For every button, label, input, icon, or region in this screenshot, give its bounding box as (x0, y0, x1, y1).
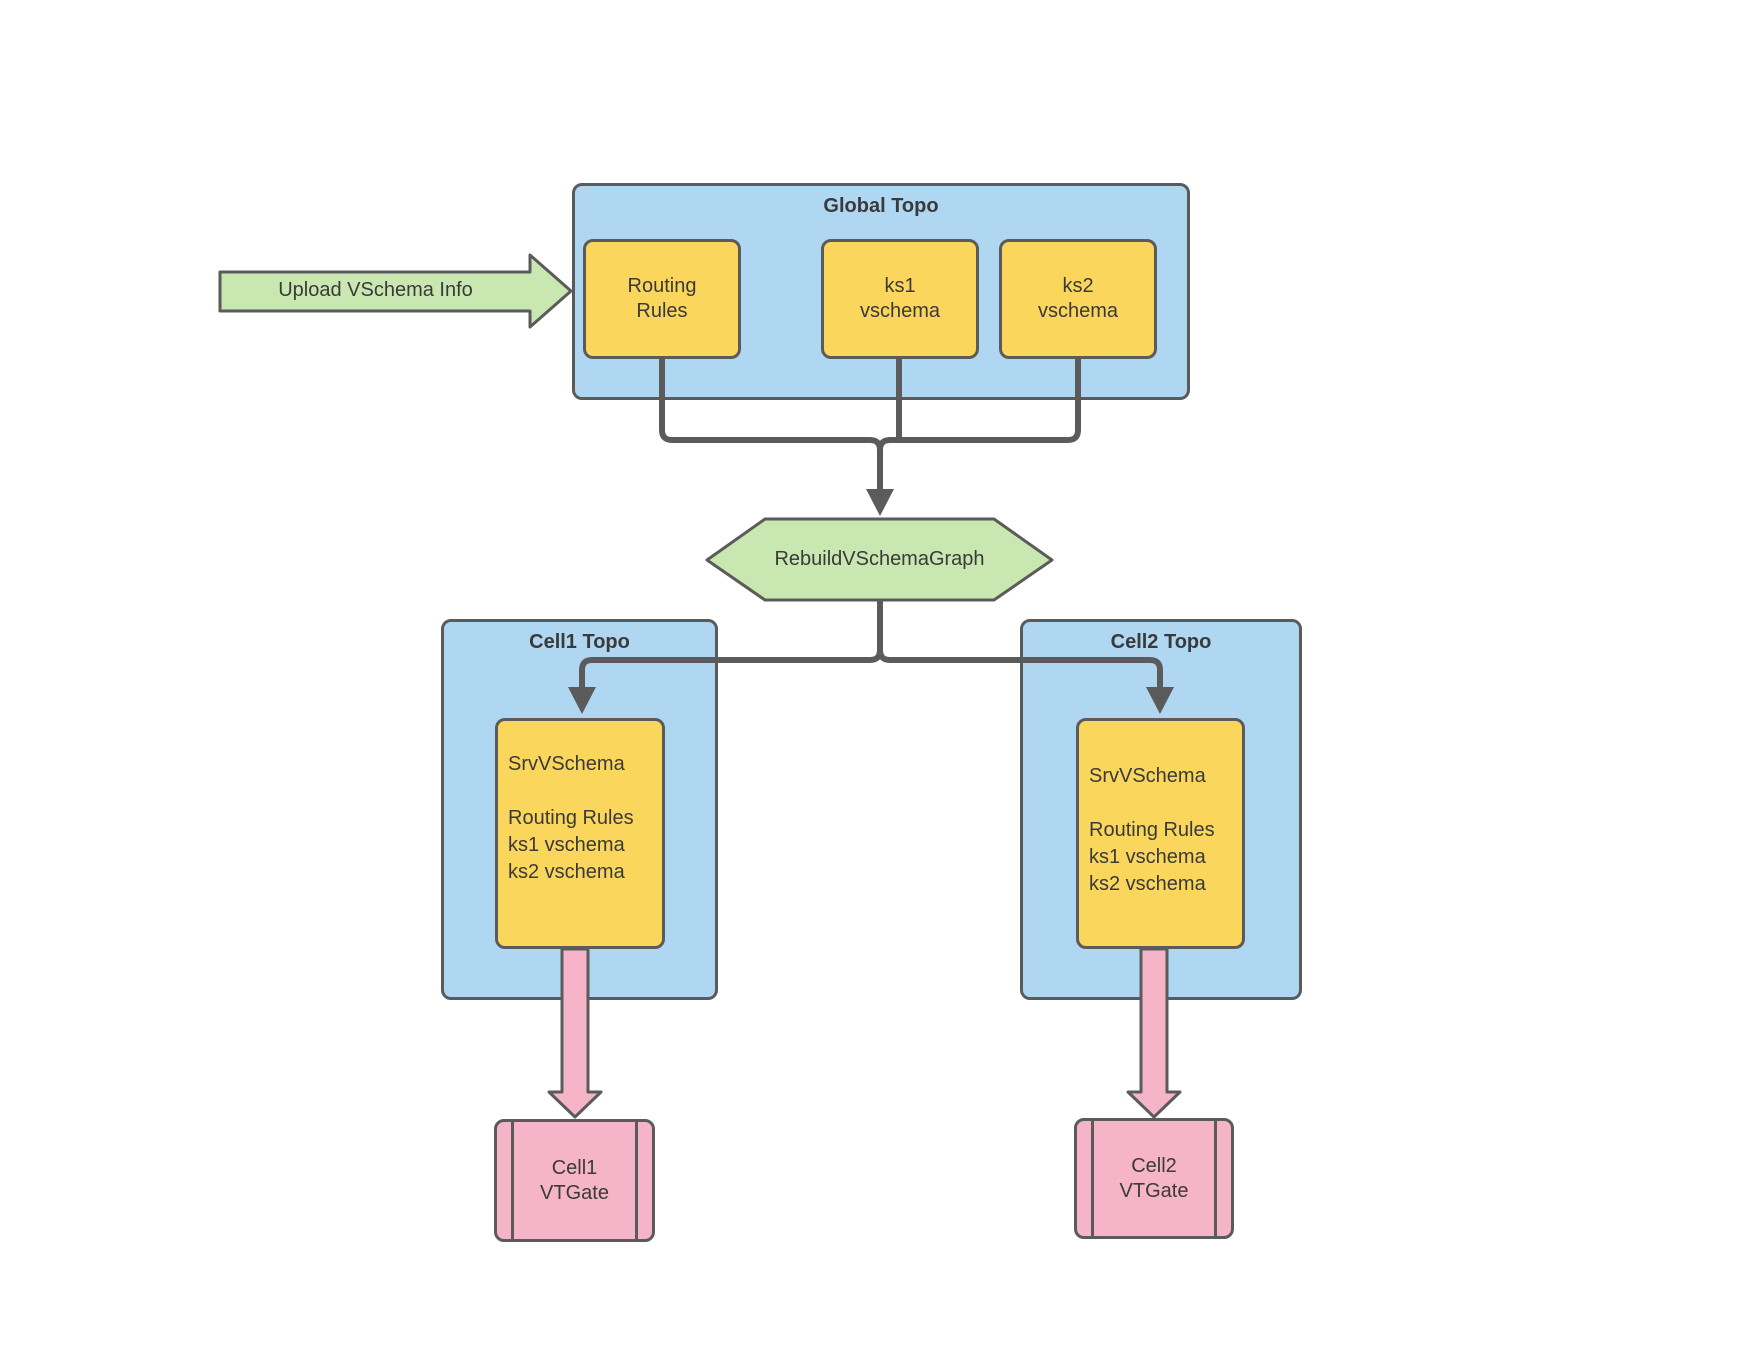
vtgate1-left-bar (511, 1122, 514, 1239)
cell2-vtgate-label: Cell2 VTGate (1119, 1154, 1189, 1202)
cell1-topo-title: Cell1 Topo (529, 631, 630, 653)
routing-rules-label: Routing Rules (627, 275, 697, 322)
upload-vschema-arrow-label: Upload VSchema Info (278, 279, 473, 301)
arrowhead-into-rebuild (866, 489, 894, 516)
vtgate1-right-bar (635, 1122, 638, 1239)
vtgate2-left-bar (1091, 1121, 1094, 1236)
cell1-vtgate-label: Cell1 VTGate (540, 1156, 609, 1204)
cell2-vtgate-box: Cell2 VTGate (1074, 1118, 1234, 1239)
ks1-vschema-box: ks1 vschema (821, 239, 979, 359)
cell2-topo-container: Cell2 Topo SrvVSchema Routing Rules ks1 … (1020, 619, 1302, 1000)
cell1-srvvschema-box: SrvVSchema Routing Rules ks1 vschema ks2… (495, 718, 665, 949)
vtgate2-right-bar (1214, 1121, 1217, 1236)
cell2-srvvschema-label: SrvVSchema Routing Rules ks1 vschema ks2… (1089, 765, 1215, 895)
ks1-vschema-label: ks1 vschema (859, 275, 941, 322)
cell1-vtgate-box: Cell1 VTGate (494, 1119, 655, 1242)
ks2-vschema-box: ks2 vschema (999, 239, 1157, 359)
routing-rules-box: Routing Rules (583, 239, 741, 359)
ks2-vschema-label: ks2 vschema (1037, 275, 1119, 322)
cell2-topo-title: Cell2 Topo (1110, 631, 1212, 653)
global-topo-container: Global Topo Routing Rules ks1 vschema ks… (572, 183, 1190, 400)
cell1-topo-container: Cell1 Topo SrvVSchema Routing Rules ks1 … (441, 619, 718, 1000)
cell1-srvvschema-label: SrvVSchema Routing Rules ks1 vschema ks2… (508, 753, 634, 883)
global-topo-title: Global Topo (823, 195, 939, 217)
cell2-srvvschema-box: SrvVSchema Routing Rules ks1 vschema ks2… (1076, 718, 1245, 949)
rebuild-vschemagraph-label: RebuildVSchemaGraph (774, 548, 985, 570)
